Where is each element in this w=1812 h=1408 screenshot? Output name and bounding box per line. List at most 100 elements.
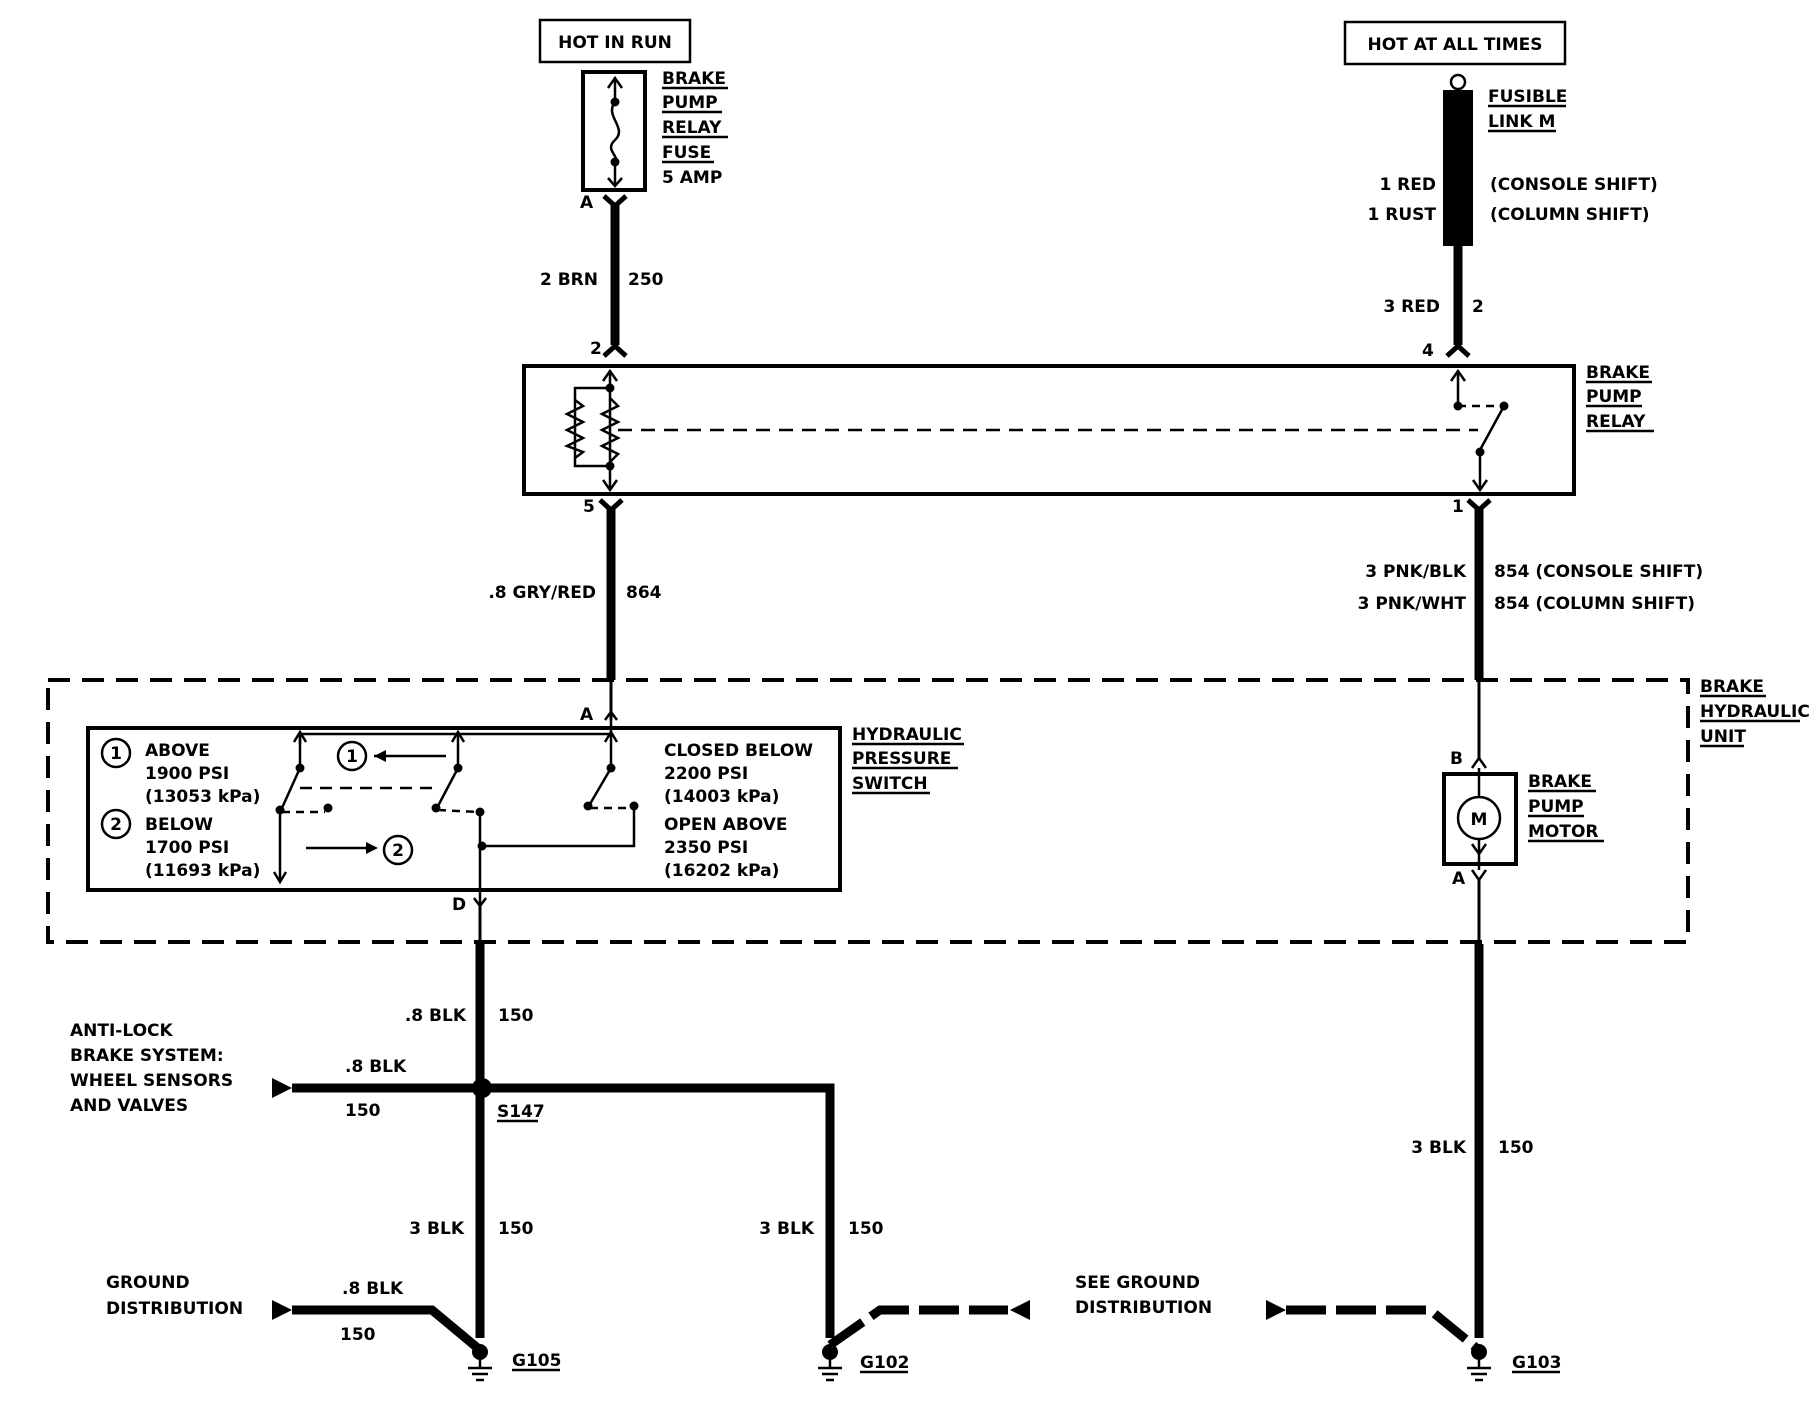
brake-pump-motor: M xyxy=(1442,768,1518,883)
wire-splice-to-g102-circuit: 150 xyxy=(848,1219,884,1239)
switch-pin-a: A xyxy=(580,705,594,725)
source-hot-at-all-times-label: HOT AT ALL TIMES xyxy=(1368,35,1543,55)
motor-label: BRAKE PUMP MOTOR xyxy=(1528,772,1604,843)
abs-label-line4: AND VALVES xyxy=(70,1096,188,1116)
wire-splice-to-g105-label: 3 BLK xyxy=(409,1219,465,1239)
abs-label-line3: WHEEL SENSORS xyxy=(70,1071,233,1091)
switch-state-1: 1 ABOVE 1900 PSI (13053 kPa) xyxy=(100,737,260,807)
fusible-link-wire2: 1 RUST xyxy=(1368,205,1437,225)
wire-fuse-to-relay-label: 2 BRN xyxy=(540,270,598,290)
switch-closed-line1: CLOSED BELOW xyxy=(664,741,813,761)
fusible-link-wire1-note: (CONSOLE SHIFT) xyxy=(1490,175,1658,195)
switch-state-2-line2: 1700 PSI xyxy=(145,838,229,858)
source-hot-in-run: HOT IN RUN xyxy=(538,18,692,64)
fusible-link-wire1: 1 RED xyxy=(1379,175,1436,195)
relay-label: BRAKE PUMP RELAY xyxy=(1586,363,1654,433)
switch-state-2-num: 2 xyxy=(110,815,122,835)
fusible-link-label-line2: LINK M xyxy=(1488,112,1555,132)
ground-distribution-label: GROUND DISTRIBUTION xyxy=(106,1273,243,1319)
abs-label-line1: ANTI-LOCK xyxy=(70,1021,174,1041)
brake-hydraulic-unit-outline xyxy=(46,678,1690,944)
switch-state-1-line3: (13053 kPa) xyxy=(145,787,260,807)
wire-motor-to-g103-label: 3 BLK xyxy=(1411,1138,1467,1158)
wire-relay-to-motor-circuit-1: 854 (CONSOLE SHIFT) xyxy=(1494,562,1703,582)
wire-splice-to-g102-label: 3 BLK xyxy=(759,1219,815,1239)
see-ground-distribution-label: SEE GROUND DISTRIBUTION xyxy=(1075,1273,1212,1318)
wire-gnd-dist-circuit: 150 xyxy=(340,1325,376,1345)
abs-label-line2: BRAKE SYSTEM: xyxy=(70,1046,224,1066)
relay-pin-2: 2 xyxy=(590,339,602,359)
switch-arrow-1-num: 1 xyxy=(346,747,358,767)
switch-state-2: 2 BELOW 1700 PSI (11693 kPa) xyxy=(100,808,260,881)
hydraulic-unit-label-line1: BRAKE xyxy=(1700,677,1764,697)
ground-distribution-line1: GROUND xyxy=(106,1273,190,1293)
wire-motor-to-g103-circuit: 150 xyxy=(1498,1138,1534,1158)
motor-label-line1: BRAKE xyxy=(1528,772,1592,792)
fuse-label-line2: PUMP xyxy=(662,93,718,113)
fusible-link-wire2-note: (COLUMN SHIFT) xyxy=(1490,205,1650,225)
ground-g103-icon xyxy=(1467,1344,1491,1382)
wire-relay-to-motor-circuit-2: 854 (COLUMN SHIFT) xyxy=(1494,594,1695,614)
wire-fuse-to-relay xyxy=(602,194,628,358)
pressure-switch-label: HYDRAULIC PRESSURE SWITCH xyxy=(852,725,964,795)
fuse-label-line1: BRAKE xyxy=(662,69,726,89)
pressure-switch-label-line3: SWITCH xyxy=(852,774,928,794)
ground-distribution-line2: DISTRIBUTION xyxy=(106,1299,243,1319)
brake-pump-relay xyxy=(522,364,1576,496)
wire-abs-label: .8 BLK xyxy=(345,1057,407,1077)
ground-g105-label: G105 xyxy=(512,1351,561,1371)
switch-open-line2: 2350 PSI xyxy=(664,838,748,858)
hydraulic-unit-label-line2: HYDRAULIC xyxy=(1700,702,1810,722)
ground-g103-label: G103 xyxy=(1512,1353,1561,1373)
relay-pin-1: 1 xyxy=(1452,497,1464,517)
pressure-switch-label-line2: PRESSURE xyxy=(852,749,951,769)
wire-relay-to-motor-label-2: 3 PNK/WHT xyxy=(1358,594,1467,614)
switch-pin-d: D xyxy=(452,895,466,915)
switch-open-line1: OPEN ABOVE xyxy=(664,815,788,835)
switch-state-2-line1: BELOW xyxy=(145,815,213,835)
fuse-label-line4: FUSE xyxy=(662,143,711,163)
wire-link-to-relay-label: 3 RED xyxy=(1383,297,1440,317)
wire-relay-to-switch xyxy=(598,498,624,721)
fuse-terminal-a: A xyxy=(580,193,594,213)
fuse-label-line3: RELAY xyxy=(662,118,722,138)
switch-state-1-line1: ABOVE xyxy=(145,741,210,761)
switch-open-line3: (16202 kPa) xyxy=(664,861,779,881)
wire-switch-to-splice-circuit: 150 xyxy=(498,1006,534,1026)
see-ground-line1: SEE GROUND xyxy=(1075,1273,1200,1293)
wire-gnd-dist-label: .8 BLK xyxy=(342,1279,404,1299)
relay-pin-5: 5 xyxy=(583,497,595,517)
fuse-label-line5: 5 AMP xyxy=(662,168,722,188)
ground-g102-label: G102 xyxy=(860,1353,909,1373)
motor-label-line3: MOTOR xyxy=(1528,822,1599,842)
relay-label-line2: PUMP xyxy=(1586,387,1642,407)
switch-arrow-2-num: 2 xyxy=(392,841,404,861)
switch-state-1-num: 1 xyxy=(110,744,122,764)
fusible-link-label: FUSIBLE LINK M xyxy=(1488,87,1567,133)
ground-g105-icon xyxy=(468,1344,492,1382)
fusible-link-m xyxy=(1443,73,1473,246)
motor-label-line2: PUMP xyxy=(1528,797,1584,817)
motor-symbol: M xyxy=(1471,810,1488,830)
wire-link-to-relay xyxy=(1445,246,1471,358)
wire-splice-to-g105-circuit: 150 xyxy=(498,1219,534,1239)
wire-fuse-to-relay-circuit: 250 xyxy=(628,270,664,290)
switch-closed-line2: 2200 PSI xyxy=(664,764,748,784)
splice-s147-label: S147 xyxy=(497,1102,545,1122)
ground-g102-icon xyxy=(818,1344,842,1382)
switch-closed-threshold: CLOSED BELOW 2200 PSI (14003 kPa) xyxy=(664,741,813,807)
relay-label-line3: RELAY xyxy=(1586,412,1646,432)
wire-see-ground-to-g103 xyxy=(1266,1300,1482,1354)
abs-label: ANTI-LOCK BRAKE SYSTEM: WHEEL SENSORS AN… xyxy=(70,1021,233,1116)
brake-pump-relay-fuse xyxy=(581,70,647,192)
wire-see-ground-to-g102 xyxy=(827,1300,1030,1349)
motor-pin-b: B xyxy=(1450,749,1463,769)
wire-switch-to-splice-label: .8 BLK xyxy=(405,1006,467,1026)
fusible-link-label-line1: FUSIBLE xyxy=(1488,87,1567,107)
wire-relay-to-switch-circuit: 864 xyxy=(626,583,662,603)
hydraulic-pressure-switch: 1 2 xyxy=(86,720,842,909)
relay-label-line1: BRAKE xyxy=(1586,363,1650,383)
wire-relay-to-switch-label: .8 GRY/RED xyxy=(488,583,596,603)
source-hot-in-run-label: HOT IN RUN xyxy=(558,33,672,53)
